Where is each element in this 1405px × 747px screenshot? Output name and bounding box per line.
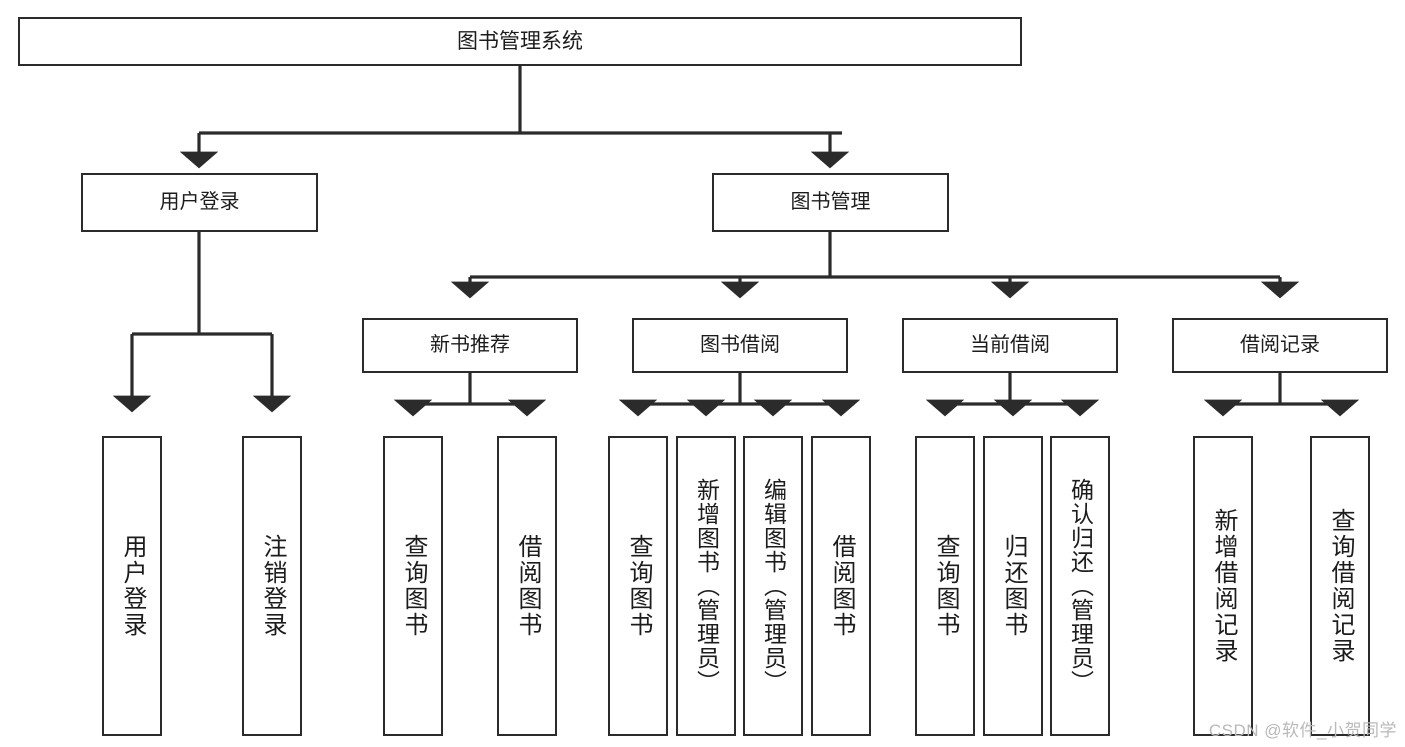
node-label: 注销登录 bbox=[259, 534, 286, 638]
node-label: 当前借阅 bbox=[970, 334, 1050, 357]
leaf-user-login-login[interactable]: 用户登录 bbox=[102, 436, 162, 736]
node-label: 用户登录 bbox=[119, 534, 146, 638]
leaf-record-add-record[interactable]: 新增借阅记录 bbox=[1193, 436, 1253, 736]
node-label: 新书推荐 bbox=[430, 334, 510, 357]
node-user-login[interactable]: 用户登录 bbox=[81, 173, 318, 232]
node-label: 借阅图书 bbox=[828, 534, 855, 638]
leaf-current-return-book[interactable]: 归还图书 bbox=[983, 436, 1043, 736]
node-label: 归还图书 bbox=[1000, 534, 1027, 638]
node-new-book-recommend[interactable]: 新书推荐 bbox=[362, 318, 578, 373]
node-label: 借阅图书 bbox=[514, 534, 541, 638]
node-label: 确认归还（管理员） bbox=[1067, 478, 1094, 694]
node-book-borrow[interactable]: 图书借阅 bbox=[632, 318, 848, 373]
node-borrow-record[interactable]: 借阅记录 bbox=[1172, 318, 1388, 373]
node-label: 新增图书（管理员） bbox=[693, 478, 720, 694]
node-label: 图书管理系统 bbox=[457, 29, 583, 53]
leaf-borrow-add-book-admin[interactable]: 新增图书（管理员） bbox=[676, 436, 736, 736]
leaf-borrow-query-book[interactable]: 查询图书 bbox=[608, 436, 668, 736]
leaf-user-login-logout[interactable]: 注销登录 bbox=[242, 436, 302, 736]
leaf-record-query-record[interactable]: 查询借阅记录 bbox=[1310, 436, 1370, 736]
node-book-management[interactable]: 图书管理 bbox=[712, 173, 949, 232]
leaf-borrow-edit-book-admin[interactable]: 编辑图书（管理员） bbox=[743, 436, 803, 736]
node-label: 借阅记录 bbox=[1240, 334, 1320, 357]
leaf-borrow-borrow-book[interactable]: 借阅图书 bbox=[811, 436, 871, 736]
node-label: 查询图书 bbox=[625, 534, 652, 638]
node-current-borrow[interactable]: 当前借阅 bbox=[902, 318, 1118, 373]
node-label: 查询图书 bbox=[400, 534, 427, 638]
leaf-recommend-borrow-book[interactable]: 借阅图书 bbox=[497, 436, 557, 736]
leaf-current-query-book[interactable]: 查询图书 bbox=[915, 436, 975, 736]
node-label: 编辑图书（管理员） bbox=[760, 478, 787, 694]
node-label: 图书借阅 bbox=[700, 334, 780, 357]
node-root-system[interactable]: 图书管理系统 bbox=[18, 17, 1022, 66]
leaf-recommend-query-book[interactable]: 查询图书 bbox=[383, 436, 443, 736]
node-label: 图书管理 bbox=[790, 191, 871, 214]
node-label: 查询图书 bbox=[932, 534, 959, 638]
leaf-current-confirm-return-admin[interactable]: 确认归还（管理员） bbox=[1050, 436, 1110, 736]
node-label: 查询借阅记录 bbox=[1327, 508, 1354, 664]
node-label: 新增借阅记录 bbox=[1210, 508, 1237, 664]
node-label: 用户登录 bbox=[159, 191, 240, 214]
